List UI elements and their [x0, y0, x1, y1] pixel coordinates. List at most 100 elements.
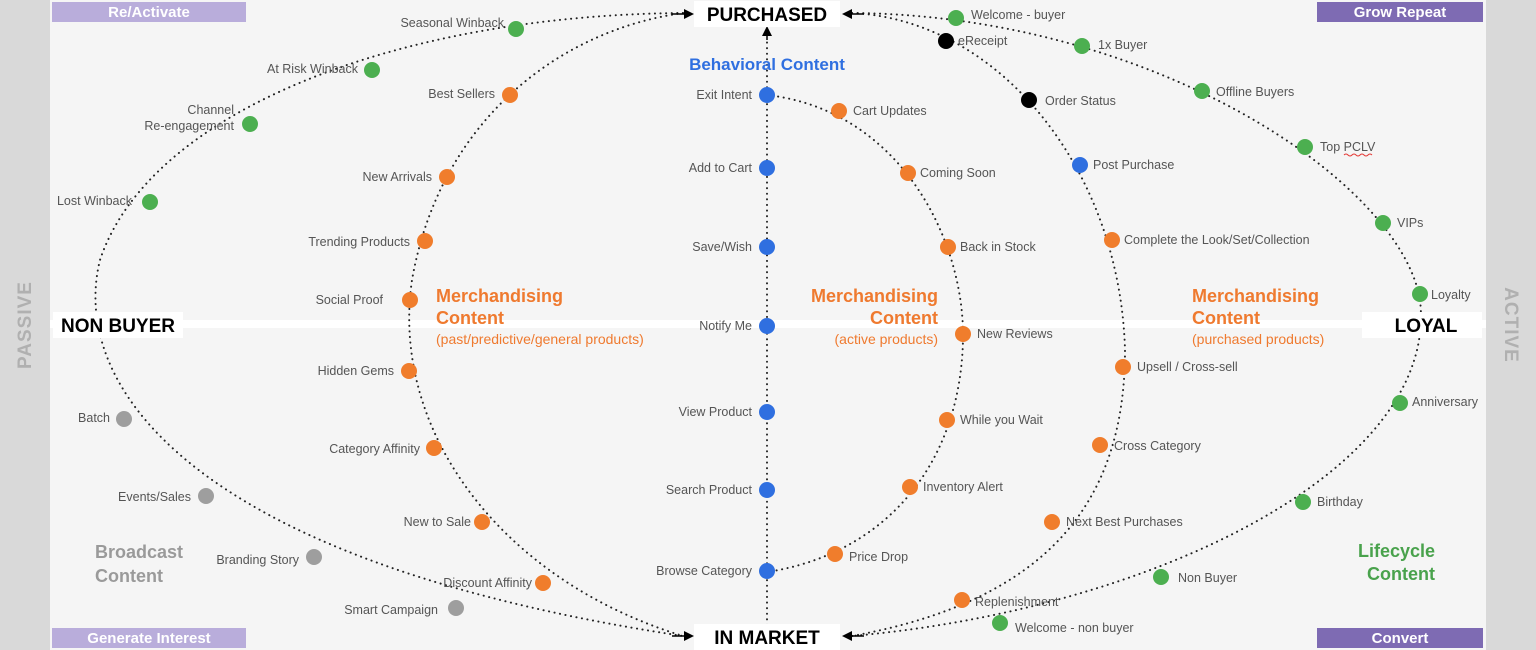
merch-left-line2: Content — [436, 308, 504, 328]
node-replenishment: Replenishment — [954, 592, 1059, 609]
svg-text:Upsell / Cross-sell: Upsell / Cross-sell — [1137, 360, 1238, 374]
svg-text:Channel: Channel — [187, 103, 234, 117]
node-discount-affinity: Discount Affinity — [443, 575, 551, 591]
node-hidden-gems: Hidden Gems — [318, 363, 417, 379]
node-anniversary: Anniversary — [1392, 395, 1479, 411]
merch-left-line1: Merchandising — [436, 286, 563, 306]
broadcast-line1: Broadcast — [95, 542, 183, 562]
svg-text:Branding Story: Branding Story — [216, 553, 299, 567]
svg-text:Smart Campaign: Smart Campaign — [344, 603, 438, 617]
node-1x-buyer: 1x Buyer — [1074, 38, 1147, 54]
broadcast-line2: Content — [95, 566, 163, 586]
corner-grow-repeat: Grow Repeat — [1354, 4, 1447, 21]
outer-left-curve — [94, 12, 684, 637]
node-top-pclv: Top PCLV — [1297, 139, 1376, 155]
svg-text:Welcome - buyer: Welcome - buyer — [971, 8, 1065, 22]
svg-text:Social Proof: Social Proof — [316, 293, 384, 307]
node-channel-reengagement: Channel Re-engagement — [144, 103, 258, 133]
svg-text:Lost Winback: Lost Winback — [57, 194, 133, 208]
inmarket-box — [694, 624, 840, 650]
svg-text:Notify Me: Notify Me — [699, 319, 752, 333]
svg-text:Discount Affinity: Discount Affinity — [443, 576, 532, 590]
node-inventory-alert: Inventory Alert — [902, 479, 1003, 495]
corner-generate-interest-box — [52, 628, 246, 648]
active-band — [1486, 0, 1536, 650]
merch-mid-sub: (active products) — [835, 331, 938, 347]
inner-left-curve — [408, 12, 684, 637]
svg-text:Search Product: Search Product — [666, 483, 753, 497]
node-seasonal-winback: Seasonal Winback — [400, 16, 524, 37]
node-new-to-sale: New to Sale — [404, 514, 490, 530]
svg-text:Events/Sales: Events/Sales — [118, 490, 191, 504]
passive-band — [0, 0, 50, 650]
svg-text:Birthday: Birthday — [1317, 495, 1364, 509]
corner-reactivate-box — [52, 2, 246, 22]
svg-text:Batch: Batch — [78, 411, 110, 425]
axis-loyal: LOYAL — [1395, 316, 1458, 337]
svg-text:Trending Products: Trending Products — [308, 235, 410, 249]
node-search-product: Search Product — [666, 482, 775, 498]
merch-right-sub: (purchased products) — [1192, 331, 1324, 347]
node-add-to-cart: Add to Cart — [689, 160, 775, 176]
svg-text:Cart Updates: Cart Updates — [853, 104, 927, 118]
spellcheck-underline — [1343, 153, 1373, 157]
node-while-you-wait: While you Wait — [939, 412, 1043, 428]
svg-text:Replenishment: Replenishment — [975, 595, 1059, 609]
node-social-proof: Social Proof — [316, 292, 418, 308]
merch-right-line1: Merchandising — [1192, 286, 1319, 306]
node-next-best-purchases: Next Best Purchases — [1044, 514, 1183, 530]
purchased-box — [694, 1, 840, 27]
node-save-wish: Save/Wish — [692, 239, 775, 255]
svg-text:1x Buyer: 1x Buyer — [1098, 38, 1147, 52]
node-best-sellers: Best Sellers — [428, 87, 518, 103]
svg-text:Anniversary: Anniversary — [1412, 395, 1479, 409]
lifecycle-line1: Lifecycle — [1358, 541, 1435, 561]
node-branding-story: Branding Story — [216, 549, 322, 567]
svg-text:Inventory Alert: Inventory Alert — [923, 480, 1003, 494]
svg-text:New Arrivals: New Arrivals — [363, 170, 432, 184]
node-non-buyer: Non Buyer — [1153, 569, 1237, 585]
svg-text:eReceipt: eReceipt — [958, 34, 1008, 48]
node-trending-products: Trending Products — [308, 233, 433, 249]
node-notify-me: Notify Me — [699, 318, 775, 334]
corner-generate-interest: Generate Interest — [87, 630, 210, 647]
svg-text:Cross Category: Cross Category — [1114, 439, 1202, 453]
svg-text:Category Affinity: Category Affinity — [329, 442, 421, 456]
svg-text:View Product: View Product — [679, 405, 753, 419]
nonbuyer-box — [53, 312, 183, 338]
svg-text:Coming Soon: Coming Soon — [920, 166, 996, 180]
node-at-risk-winback: At Risk Winback — [267, 62, 380, 78]
node-complete-the-look: Complete the Look/Set/Collection — [1104, 232, 1310, 248]
node-price-drop: Price Drop — [827, 546, 908, 564]
svg-text:Top PCLV: Top PCLV — [1320, 140, 1376, 154]
node-cart-updates: Cart Updates — [831, 103, 927, 119]
merch-mid-line1: Merchandising — [811, 286, 938, 306]
svg-text:Non Buyer: Non Buyer — [1178, 571, 1237, 585]
node-exit-intent: Exit Intent — [696, 87, 775, 103]
node-welcome-buyer: Welcome - buyer — [948, 8, 1065, 26]
lifecycle-line2: Content — [1367, 564, 1435, 584]
svg-text:Back in Stock: Back in Stock — [960, 240, 1036, 254]
node-browse-category: Browse Category — [656, 563, 775, 579]
node-offline-buyers: Offline Buyers — [1194, 83, 1294, 99]
svg-text:Offline Buyers: Offline Buyers — [1216, 85, 1294, 99]
node-post-purchase: Post Purchase — [1072, 157, 1174, 173]
side-passive: PASSIVE — [15, 281, 36, 369]
node-cross-category: Cross Category — [1092, 437, 1202, 453]
svg-text:At Risk Winback: At Risk Winback — [267, 62, 359, 76]
corner-reactivate: Re/Activate — [108, 4, 190, 21]
node-upsell-cross-sell: Upsell / Cross-sell — [1115, 359, 1238, 375]
node-order-status: Order Status — [1021, 92, 1116, 108]
node-category-affinity: Category Affinity — [329, 440, 442, 456]
svg-text:New to Sale: New to Sale — [404, 515, 471, 529]
node-birthday: Birthday — [1295, 494, 1364, 510]
loyal-box — [1362, 312, 1482, 338]
svg-text:While you Wait: While you Wait — [960, 413, 1043, 427]
node-new-reviews: New Reviews — [955, 326, 1053, 342]
node-smart-campaign: Smart Campaign — [344, 600, 464, 617]
merch-left-sub: (past/predictive/general products) — [436, 331, 644, 347]
svg-text:Loyalty: Loyalty — [1431, 288, 1471, 302]
svg-text:Browse Category: Browse Category — [656, 564, 753, 578]
